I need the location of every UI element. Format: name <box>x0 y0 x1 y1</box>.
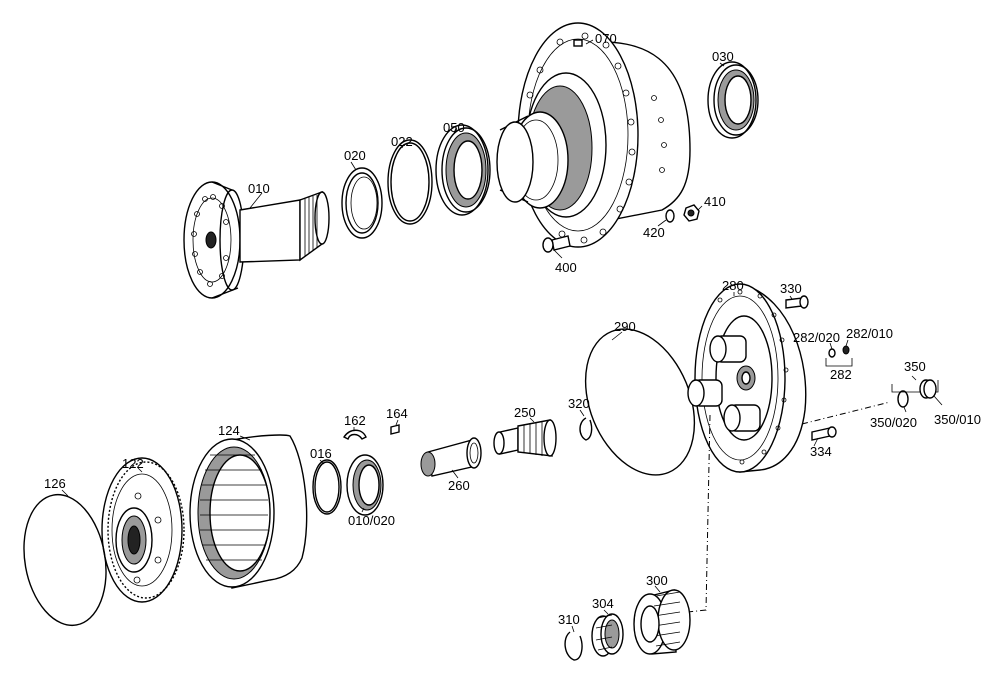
label-310: 310 <box>558 612 580 627</box>
part-290-o-ring <box>584 328 696 476</box>
part-280-planet-carrier <box>687 283 807 473</box>
bracket-350 <box>891 380 939 393</box>
bracket-282 <box>825 358 853 367</box>
part-400-bolt <box>542 235 571 253</box>
part-350-010 <box>919 379 937 399</box>
part-010-hub-flange <box>183 181 330 299</box>
part-350-020 <box>897 390 909 408</box>
part-250-sun-shaft <box>493 419 557 457</box>
label-330: 330 <box>780 281 802 296</box>
label-280: 280 <box>722 278 744 293</box>
label-282-020: 282/020 <box>793 330 840 345</box>
label-260: 260 <box>448 478 470 493</box>
label-350-010: 350/010 <box>934 412 981 427</box>
label-030: 030 <box>712 49 734 64</box>
part-070-housing <box>496 22 691 248</box>
label-020: 020 <box>344 148 366 163</box>
label-420: 420 <box>643 225 665 240</box>
label-126: 126 <box>44 476 66 491</box>
part-420-washer <box>665 209 675 223</box>
leader-lines <box>61 39 943 633</box>
label-282-010: 282/010 <box>846 326 893 341</box>
label-290: 290 <box>614 319 636 334</box>
part-320-circlip <box>579 417 593 441</box>
part-122-gear-carrier <box>101 457 185 603</box>
part-124-ring-gear <box>189 434 308 589</box>
part-050-bearing <box>435 124 491 216</box>
label-300: 300 <box>646 573 668 588</box>
part-282-010 <box>842 345 850 355</box>
label-022: 022 <box>391 134 413 149</box>
part-260-sleeve <box>420 437 482 477</box>
part-330-bolt <box>785 295 809 309</box>
part-022-o-ring <box>387 139 433 225</box>
label-350: 350 <box>904 359 926 374</box>
label-304: 304 <box>592 596 614 611</box>
label-016: 016 <box>310 446 332 461</box>
label-070: 070 <box>595 31 617 46</box>
center-line <box>687 401 891 613</box>
part-162-clamp <box>342 429 367 440</box>
label-162: 162 <box>344 413 366 428</box>
label-050: 050 <box>443 120 465 135</box>
label-350-020: 350/020 <box>870 415 917 430</box>
part-016-ring <box>312 459 342 515</box>
label-010-020: 010/020 <box>348 513 395 528</box>
label-320: 320 <box>568 396 590 411</box>
label-400: 400 <box>555 260 577 275</box>
label-124: 124 <box>218 423 240 438</box>
part-410-nut <box>683 204 700 222</box>
part-030-seal <box>707 61 759 139</box>
label-010: 010 <box>248 181 270 196</box>
label-410: 410 <box>704 194 726 209</box>
part-164-screw <box>390 424 400 435</box>
label-334: 334 <box>810 444 832 459</box>
part-300-planet-gear <box>633 589 691 655</box>
part-126-o-ring <box>23 493 107 627</box>
part-labels: 010 020 022 050 070 030 410 420 400 280 … <box>44 31 981 627</box>
label-250: 250 <box>514 405 536 420</box>
label-164: 164 <box>386 406 408 421</box>
part-282-020 <box>828 348 836 358</box>
label-282: 282 <box>830 367 852 382</box>
part-334-bolt <box>811 426 837 441</box>
part-020-seal-ring <box>341 167 383 239</box>
part-310-circlip <box>564 631 583 661</box>
part-304-needle-bearing <box>591 613 624 657</box>
part-010-020-ring <box>346 454 384 516</box>
label-122: 122 <box>122 456 144 471</box>
